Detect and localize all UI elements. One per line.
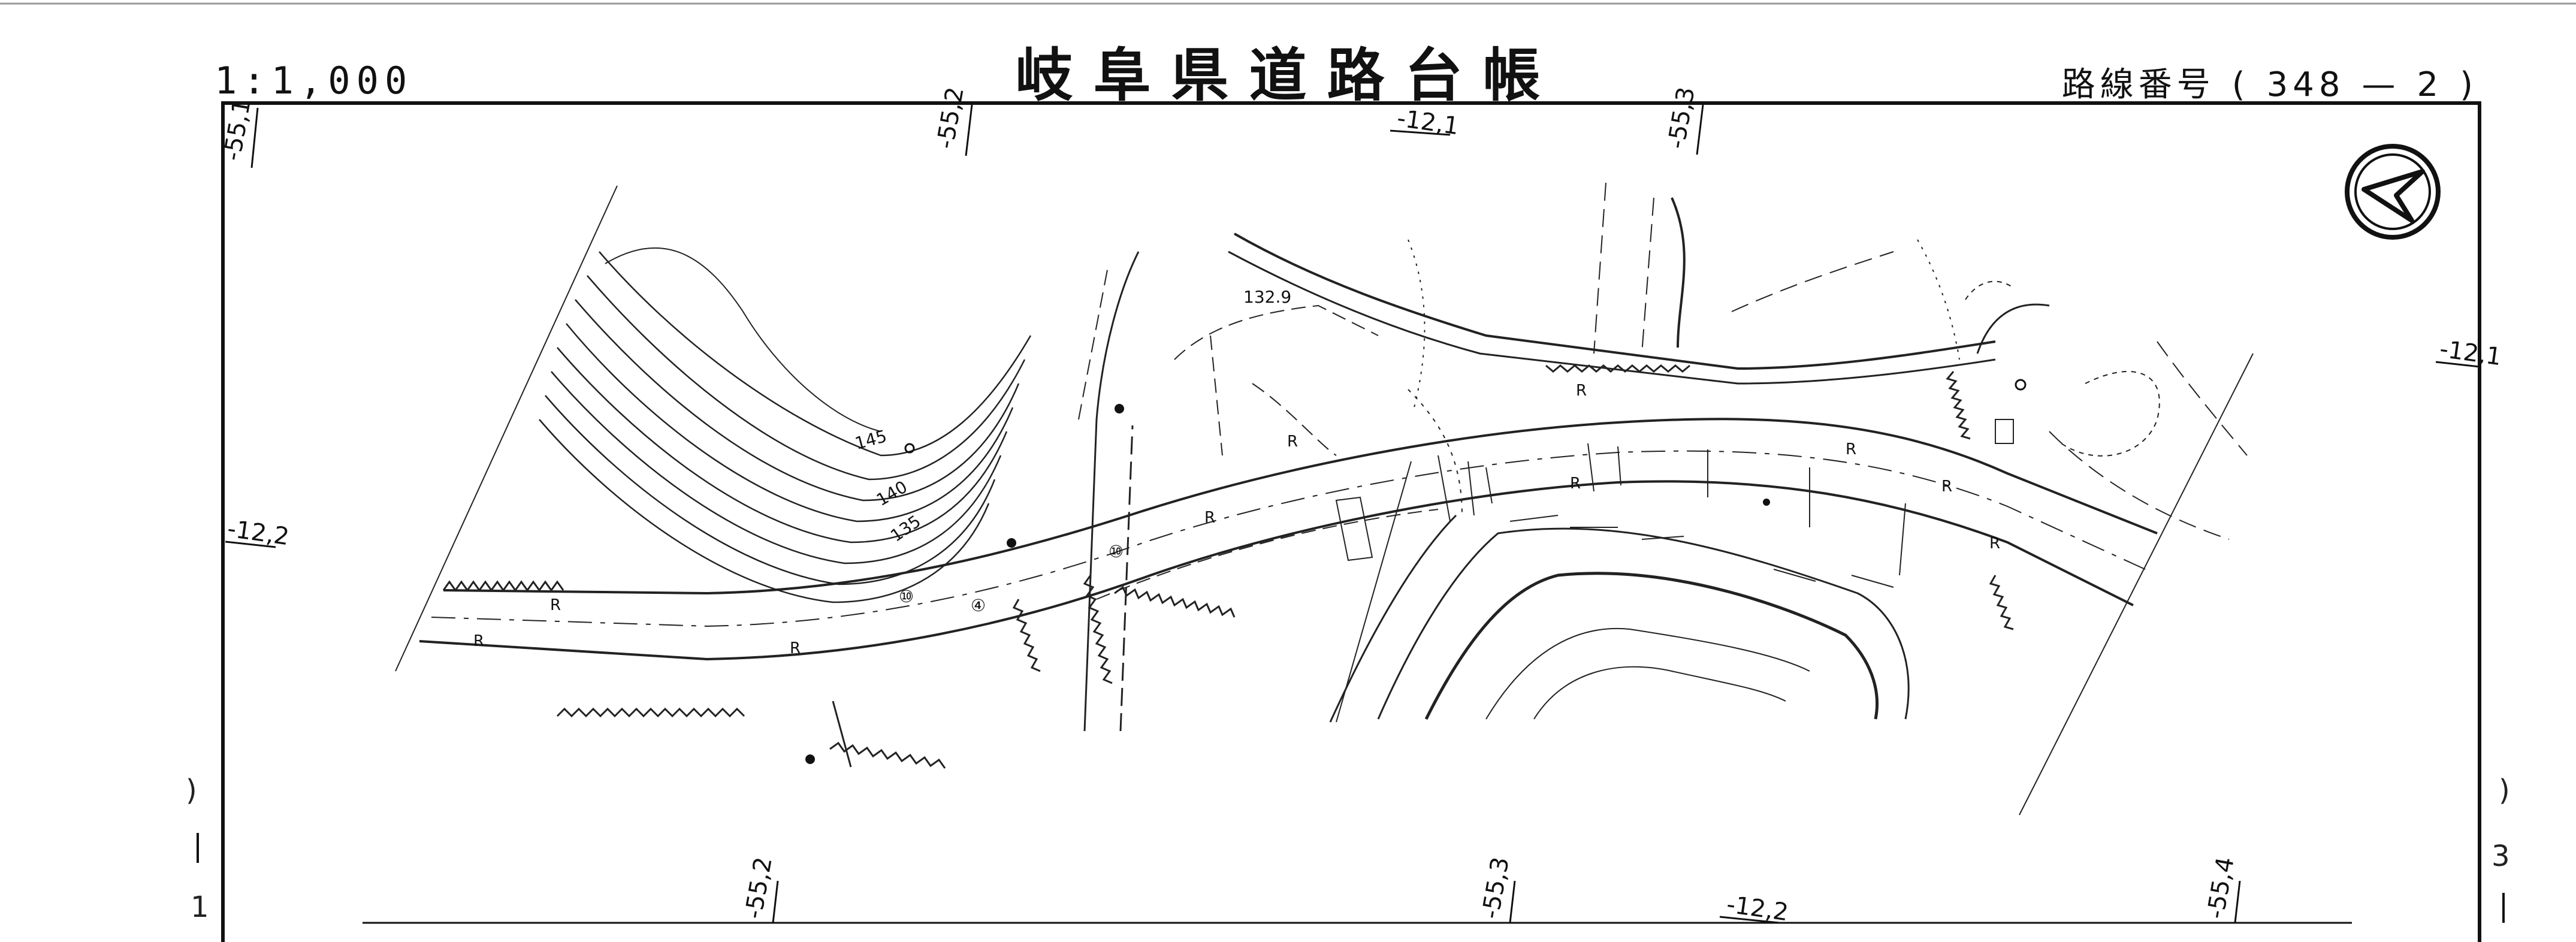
road-mark: R bbox=[1204, 509, 1215, 527]
circled-mark: ⑩ bbox=[1109, 542, 1124, 561]
road-mark: R bbox=[473, 632, 484, 650]
coord-label: -55,2 bbox=[740, 855, 778, 921]
retaining-wall bbox=[829, 741, 946, 769]
road-centerline bbox=[431, 450, 2146, 627]
retaining-wall bbox=[442, 580, 564, 592]
coord-label: -55,2 bbox=[932, 85, 970, 151]
route-close-paren: ) bbox=[2460, 65, 2478, 104]
retaining-wall bbox=[1989, 575, 2014, 630]
route-dash: — bbox=[2361, 65, 2400, 104]
road-mark: R bbox=[1846, 440, 1856, 458]
retaining-wall bbox=[1012, 599, 1041, 672]
page-title: 岐阜県道路台帳 bbox=[1015, 42, 1561, 109]
retaining-wall bbox=[556, 707, 745, 718]
coord-label: -55,4 bbox=[2202, 855, 2240, 921]
utility-symbols bbox=[805, 379, 2027, 764]
retaining-wall bbox=[1114, 585, 1236, 618]
road-mark: R bbox=[790, 639, 801, 657]
sheet-next-number: 3 bbox=[2492, 840, 2510, 873]
elevation-point: 132.9 bbox=[1243, 287, 1291, 307]
sheet-next-paren: ) bbox=[2499, 774, 2510, 807]
circled-mark: ④ bbox=[971, 596, 986, 615]
road-mark: R bbox=[1287, 433, 1298, 451]
contour-label: 135 bbox=[887, 511, 925, 546]
sheet-prev-number: 1 bbox=[191, 890, 209, 924]
road-mark: R bbox=[1989, 535, 2000, 552]
contour-label: 140 bbox=[873, 477, 911, 510]
road-mark: R bbox=[550, 596, 561, 614]
road-edge-south bbox=[419, 480, 2134, 661]
road-mark: R bbox=[1576, 382, 1587, 400]
road-plan-drawing bbox=[395, 182, 2254, 816]
road-mark: R bbox=[1941, 478, 1952, 496]
contour-label: 145 bbox=[853, 426, 889, 454]
slope-hatching bbox=[1438, 443, 1906, 588]
north-arrow-icon bbox=[2345, 144, 2441, 240]
contour-lines-left bbox=[539, 247, 1032, 603]
route-number-value: 348 bbox=[2266, 65, 2345, 104]
route-open-paren: ( bbox=[2231, 65, 2250, 104]
road-mark: R bbox=[1570, 475, 1581, 493]
coord-label: -55,3 bbox=[1477, 855, 1515, 921]
retaining-wall bbox=[1545, 364, 1690, 373]
road-edge-north bbox=[443, 418, 2158, 595]
circled-mark: ⑩ bbox=[899, 587, 914, 606]
contour-lines-right bbox=[1329, 514, 1910, 723]
route-number-label: 路線番号 bbox=[2061, 65, 2215, 104]
map-scale: 1:1,000 bbox=[215, 59, 413, 102]
coord-label: -12,1 bbox=[1396, 104, 1461, 140]
retaining-wall bbox=[1083, 575, 1113, 684]
route-sheet-number: 2 bbox=[2417, 65, 2444, 104]
map-frame bbox=[221, 101, 2481, 942]
sheet-prev-paren: ) bbox=[186, 774, 197, 807]
route-number: 路線番号 (348 — 2) bbox=[2053, 58, 2486, 106]
retaining-wall bbox=[1946, 371, 1971, 440]
coord-label: -55,3 bbox=[1663, 85, 1701, 151]
